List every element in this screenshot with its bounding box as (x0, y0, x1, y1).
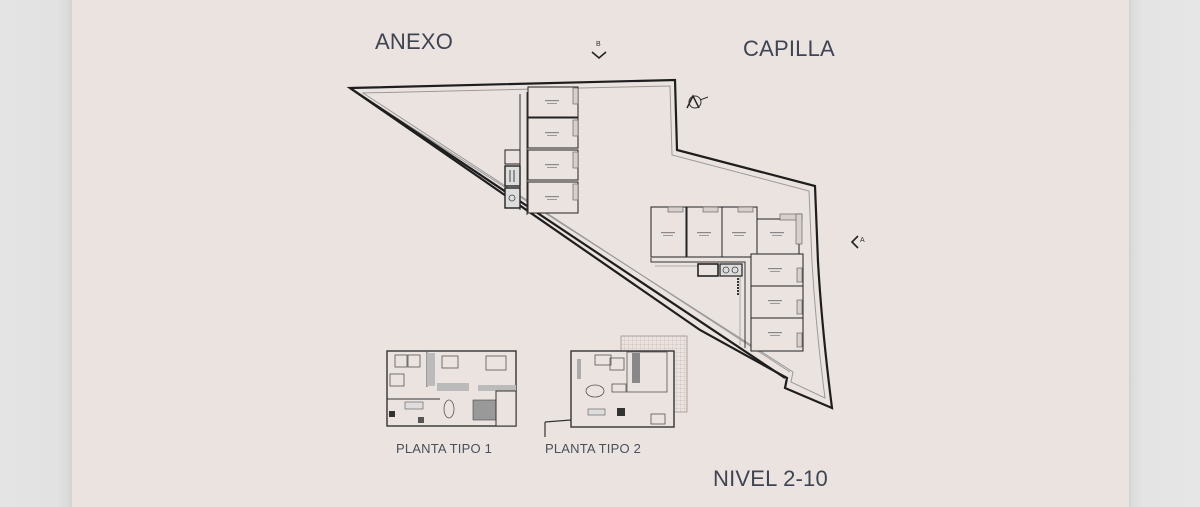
section-marker-b-icon (591, 51, 607, 60)
label-nivel: NIVEL 2-10 (713, 466, 828, 491)
planta-tipo-1-plan (386, 350, 517, 427)
left-margin (0, 0, 72, 507)
section-marker-a-icon (850, 235, 859, 249)
label-planta-tipo-1: PLANTA TIPO 1 (396, 441, 493, 456)
boundary-diagonal (349, 87, 786, 379)
planta-tipo-2-plan (544, 335, 688, 437)
east-tower (650, 206, 804, 352)
right-margin (1129, 0, 1200, 507)
section-marker-a-label: A (860, 237, 865, 244)
label-anexo: ANEXO (375, 29, 454, 54)
north-arrow-icon (686, 94, 709, 109)
section-marker-b-label: B (596, 41, 601, 48)
boundary-diagonal-inner (362, 92, 791, 373)
label-capilla: CAPILLA (743, 36, 835, 61)
west-tower (504, 86, 579, 215)
label-planta-tipo-2: PLANTA TIPO 2 (545, 441, 642, 456)
site-boundary (346, 78, 834, 410)
